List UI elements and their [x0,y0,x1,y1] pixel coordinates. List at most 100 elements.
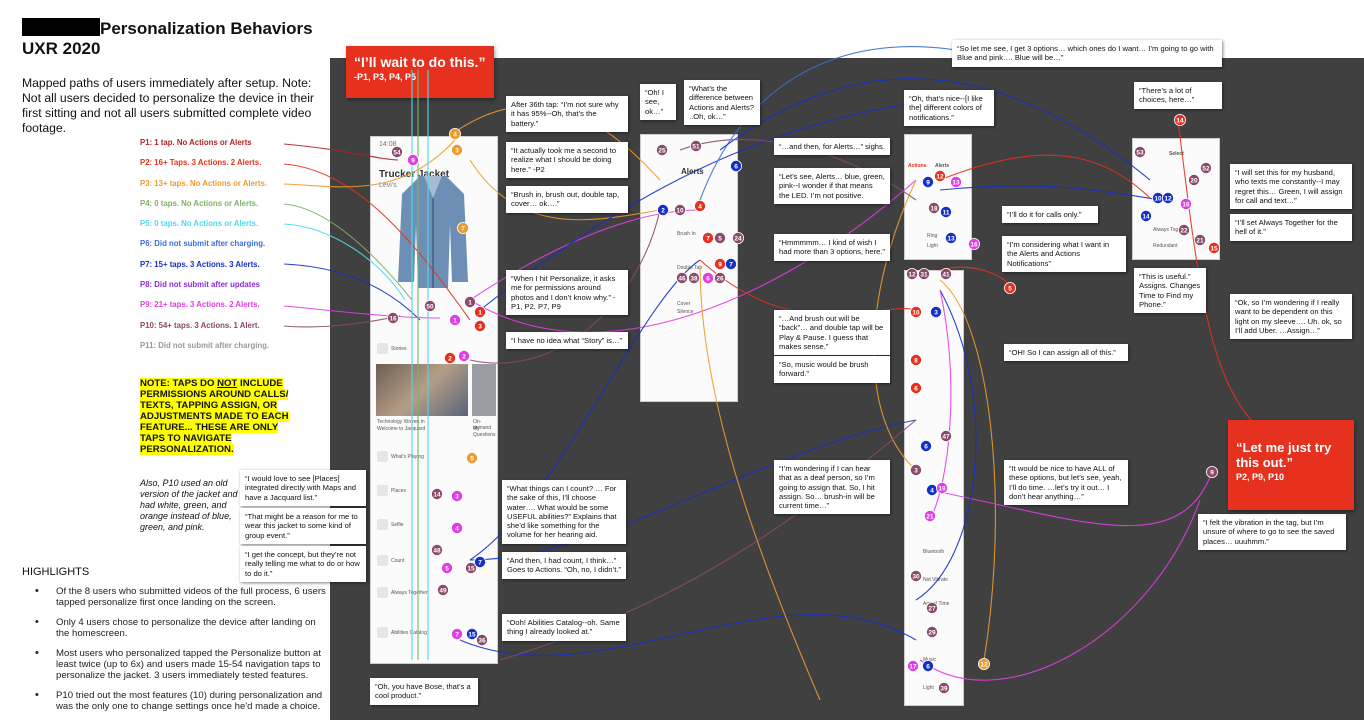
callout-assign-all: “OH! So I can assign all of this.” [1004,344,1128,362]
tap-marker: 7 [725,257,738,270]
svg-text:16: 16 [1182,201,1190,208]
participant-legend: P1: 1 tap. No Actions or Alerts P2: 16+ … [140,136,300,359]
tap-marker: 25 [656,143,669,156]
svg-text:49: 49 [439,587,447,594]
story-photo-2 [472,364,496,416]
tap-marker: 10 [1152,191,1165,204]
callout-deaf: “I’m wondering if I can hear that as a d… [774,460,890,515]
home-row-abilities[interactable]: Abilities Catalog [377,627,427,638]
svg-text:10: 10 [912,309,920,316]
gesture-cover[interactable]: Cover [677,301,691,307]
svg-text:50: 50 [426,303,434,310]
callout-all-options: “It would be nice to have ALL of these o… [1004,460,1128,506]
svg-text:1: 1 [478,309,482,316]
callout-had-count: “And then, I had count, I think…” Goes t… [502,552,626,579]
tap-marker: 53 [1134,145,1147,158]
svg-text:14: 14 [433,491,441,498]
select-row-together[interactable]: Always Together [1153,227,1190,233]
tap-marker: 8 [910,353,923,366]
stories-icon [377,343,388,354]
legend-p6: P6: Did not submit after charging. [140,239,266,249]
svg-text:51: 51 [692,143,700,150]
home-row-count[interactable]: Count [377,555,404,566]
select-row-redundant[interactable]: Redundant [1153,243,1178,249]
together-icon [377,587,388,598]
title-block: Personalization Behaviors UXR 2020 [22,18,342,59]
tap-marker: 48 [430,544,443,557]
callout-group-event: “That might be a reason for me to wear t… [240,508,366,544]
svg-text:36: 36 [478,637,486,644]
home-row-places[interactable]: Places [377,485,406,496]
svg-text:38: 38 [690,275,698,282]
svg-text:3: 3 [455,147,459,154]
ability-music[interactable]: Music [923,657,937,663]
tap-marker: 22 [1178,223,1191,236]
svg-text:9: 9 [718,261,722,268]
svg-text:41: 41 [942,271,950,278]
svg-text:10: 10 [1154,195,1162,202]
tap-marker: 10 [910,305,923,318]
callout-calls-only: “I’ll do it for calls only.” [1002,206,1098,224]
tap-marker: 15 [1208,241,1221,254]
tap-marker: 1 [473,305,486,318]
tap-marker: 16 [386,311,399,324]
tap-marker: 29 [926,626,939,639]
tap-marker: 5 [1004,281,1017,294]
home-row-selfie[interactable]: Selfie [377,519,404,530]
home-row-together[interactable]: Always Together [377,587,428,598]
home-row-ondemand[interactable]: On-demand [473,419,492,431]
tap-marker: 27 [926,602,939,615]
story-photo [376,364,468,416]
legend-p11: P11: Did not submit after charging. [140,340,270,350]
legend-p8: P8: Did not submit after updates [140,280,260,290]
home-row-tech[interactable]: Technology Woven In [377,419,425,425]
alert-row-ring[interactable]: Ring [927,233,938,239]
tap-marker: 11 [940,205,953,218]
callout-vibration: “I felt the vibration in the tag, but I’… [1198,514,1346,550]
svg-text:10: 10 [676,207,684,214]
svg-text:29: 29 [928,629,936,636]
tap-marker: 2 [657,203,670,216]
tap-marker: 6 [702,271,715,284]
tab-alerts[interactable]: Alerts [935,163,950,169]
legend-p1: P1: 1 tap. No Actions or Alerts [140,138,252,147]
callout-battery: After 36th tap: “I’m not sure why it has… [506,96,628,132]
svg-text:25: 25 [658,147,666,154]
tap-marker: 14 [430,487,443,500]
tap-marker: 4 [926,483,939,496]
tap-marker: 21 [924,509,937,522]
gesture-brush[interactable]: Brush In [677,231,696,237]
svg-text:21: 21 [1196,237,1204,244]
svg-text:15: 15 [1210,245,1218,252]
tap-marker: 19 [936,481,949,494]
tap-marker: 3 [473,319,486,332]
svg-text:46: 46 [678,275,686,282]
svg-text:15: 15 [468,631,476,638]
tap-marker: 50 [423,299,436,312]
svg-text:2: 2 [448,355,452,362]
p10-note: Also, P10 used an old version of the jac… [140,478,238,532]
callout-bose: “Oh, you have Bose, that’s a cool produc… [370,678,478,705]
status-time: 14:08 [379,141,397,148]
tap-marker: 4 [448,127,461,140]
tap-marker: 36 [475,634,488,647]
ability-bluetooth[interactable]: Bluetooth [923,549,945,555]
alert-row-light[interactable]: Light [927,243,938,249]
svg-text:12: 12 [1164,195,1172,202]
home-row-stories[interactable]: Stories [377,343,407,354]
tap-marker: 13 [950,175,963,188]
tap-marker: 17 [907,660,920,673]
tap-marker: 38 [688,271,701,284]
home-row-playing[interactable]: What's Playing [377,451,424,462]
svg-text:4: 4 [930,487,934,494]
svg-text:4: 4 [455,525,459,532]
tap-marker: 52 [1200,161,1213,174]
tap-marker: 7 [456,221,469,234]
tap-marker: 2 [457,349,470,362]
tab-actions[interactable]: Actions [908,163,927,169]
legend-p9: P9: 21+ taps. 3 Actions. 2 Alerts. [140,300,260,310]
ability-light[interactable]: Light [923,685,934,691]
tap-marker: 4 [450,522,463,535]
ability-vibrate[interactable]: Not Vibrate [923,577,948,583]
highlights-title: HIGHLIGHTS [22,566,90,578]
